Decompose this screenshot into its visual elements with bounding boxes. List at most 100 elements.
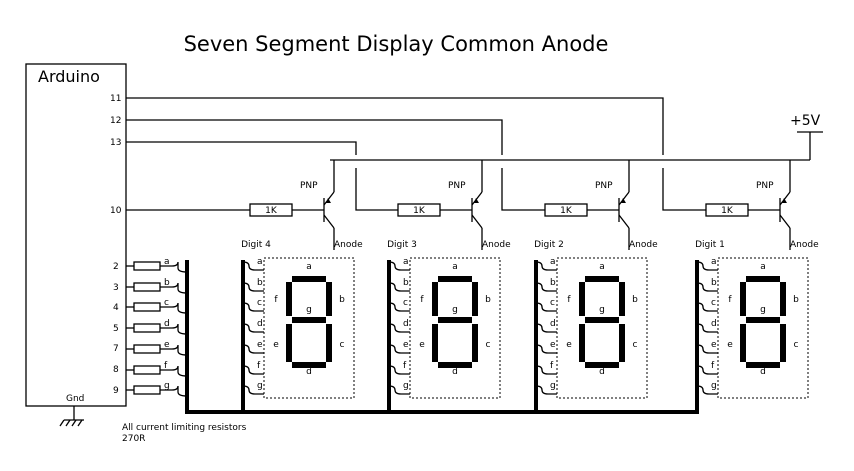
transistor-emitter bbox=[471, 191, 483, 206]
resistor-body bbox=[133, 261, 161, 271]
note-line-2: 270R bbox=[122, 434, 145, 444]
current-resistor-f: f bbox=[126, 361, 188, 377]
resistor-label: 1K bbox=[721, 206, 734, 216]
segment-b bbox=[619, 282, 625, 316]
segment-label-c: c bbox=[340, 340, 345, 350]
pnp-label: PNP bbox=[756, 181, 774, 191]
segment-g bbox=[746, 317, 780, 323]
segment-b bbox=[326, 282, 332, 316]
segment-label-e: e bbox=[273, 340, 279, 350]
pin-label-13: 13 bbox=[110, 138, 121, 148]
resistor-to-bus bbox=[160, 323, 188, 335]
segment-e bbox=[286, 324, 292, 362]
segment-label-a: a bbox=[306, 262, 312, 272]
transistor-arrow-icon bbox=[782, 198, 787, 203]
segment-wire bbox=[242, 282, 264, 292]
current-resistor-e: e bbox=[126, 340, 188, 356]
segment-wire bbox=[242, 261, 264, 271]
display-outline bbox=[409, 257, 501, 399]
resistor-body bbox=[133, 282, 161, 292]
segment-wire bbox=[388, 344, 410, 354]
anode-label: Anode bbox=[790, 240, 819, 250]
segment-pin-label: e bbox=[711, 340, 717, 350]
digit-label: Digit 2 bbox=[534, 240, 564, 250]
supply-rail bbox=[330, 131, 823, 161]
segment-pin-label: g bbox=[403, 381, 409, 391]
segment-pin-label: f bbox=[403, 361, 407, 371]
anode-label: Anode bbox=[629, 240, 658, 250]
segment-label-a: a bbox=[452, 262, 458, 272]
segment-pin-label: a bbox=[711, 257, 717, 267]
current-resistor-c: c bbox=[126, 298, 188, 314]
ground-icon bbox=[59, 406, 84, 427]
segment-wire bbox=[388, 385, 410, 395]
segment-wire bbox=[242, 344, 264, 354]
segment-label-f: f bbox=[420, 295, 424, 305]
transistor-collector bbox=[471, 214, 483, 229]
segment-wire bbox=[535, 261, 557, 271]
segment-wire bbox=[696, 302, 718, 312]
segment-pin-label: b bbox=[550, 278, 556, 288]
segment-pin-label: f bbox=[711, 361, 715, 371]
segment-c bbox=[326, 324, 332, 362]
segment-wire bbox=[242, 385, 264, 395]
segment-a bbox=[292, 276, 326, 282]
segment-letter: d bbox=[164, 319, 170, 329]
pin-label-9: 9 bbox=[113, 386, 119, 396]
segment-label-g: g bbox=[306, 305, 312, 315]
segment-pin-label: a bbox=[257, 257, 263, 267]
segment-pin-label: e bbox=[550, 340, 556, 350]
segment-wire bbox=[242, 365, 264, 375]
segment-pin-label: g bbox=[711, 381, 717, 391]
arduino-label: Arduino bbox=[38, 67, 100, 86]
segment-wire bbox=[696, 365, 718, 375]
segment-label-c: c bbox=[486, 340, 491, 350]
segment-letter: g bbox=[164, 381, 170, 391]
segment-label-f: f bbox=[728, 295, 732, 305]
segment-wire bbox=[696, 385, 718, 395]
segment-pin-label: g bbox=[257, 381, 263, 391]
transistor-arrow-icon bbox=[326, 198, 331, 203]
pin-label-11: 11 bbox=[110, 94, 121, 104]
transistor-arrow-icon bbox=[474, 198, 479, 203]
transistor-collector bbox=[618, 214, 630, 229]
digit-label: Digit 4 bbox=[241, 240, 271, 250]
segment-pin-label: d bbox=[711, 319, 717, 329]
segment-d bbox=[585, 362, 619, 368]
segment-pin-label: d bbox=[550, 319, 556, 329]
pnp-label: PNP bbox=[300, 181, 318, 191]
segment-wire bbox=[388, 323, 410, 333]
segment-wire bbox=[535, 282, 557, 292]
segment-label-d: d bbox=[760, 367, 766, 377]
resistor-to-bus bbox=[160, 302, 188, 314]
pin-label-8: 8 bbox=[113, 365, 119, 375]
transistor-emitter bbox=[779, 191, 791, 206]
segment-e bbox=[432, 324, 438, 362]
transistor-collector bbox=[779, 214, 791, 229]
arduino-box bbox=[25, 63, 127, 407]
pin-label-10: 10 bbox=[110, 206, 122, 216]
segment-wire bbox=[696, 323, 718, 333]
segment-g bbox=[585, 317, 619, 323]
anode-label: Anode bbox=[334, 240, 363, 250]
segment-f bbox=[286, 282, 292, 316]
digit-label: Digit 1 bbox=[695, 240, 725, 250]
segment-label-f: f bbox=[274, 295, 278, 305]
anode-label: Anode bbox=[482, 240, 511, 250]
resistor-label: 1K bbox=[265, 206, 278, 216]
transistor-stage-4: 1K PNP Anode bbox=[705, 160, 819, 250]
segment-f bbox=[432, 282, 438, 316]
pin-label-7: 7 bbox=[113, 344, 119, 354]
segment-pin-label: b bbox=[711, 278, 717, 288]
resistor-body bbox=[133, 323, 161, 333]
gnd-label: Gnd bbox=[66, 394, 84, 404]
diagram-title: Seven Segment Display Common Anode bbox=[184, 32, 609, 56]
segment-letter: b bbox=[164, 278, 170, 288]
segment-label-e: e bbox=[419, 340, 425, 350]
segment-letter: a bbox=[164, 257, 170, 267]
segment-pin-label: f bbox=[257, 361, 261, 371]
segment-f bbox=[579, 282, 585, 316]
